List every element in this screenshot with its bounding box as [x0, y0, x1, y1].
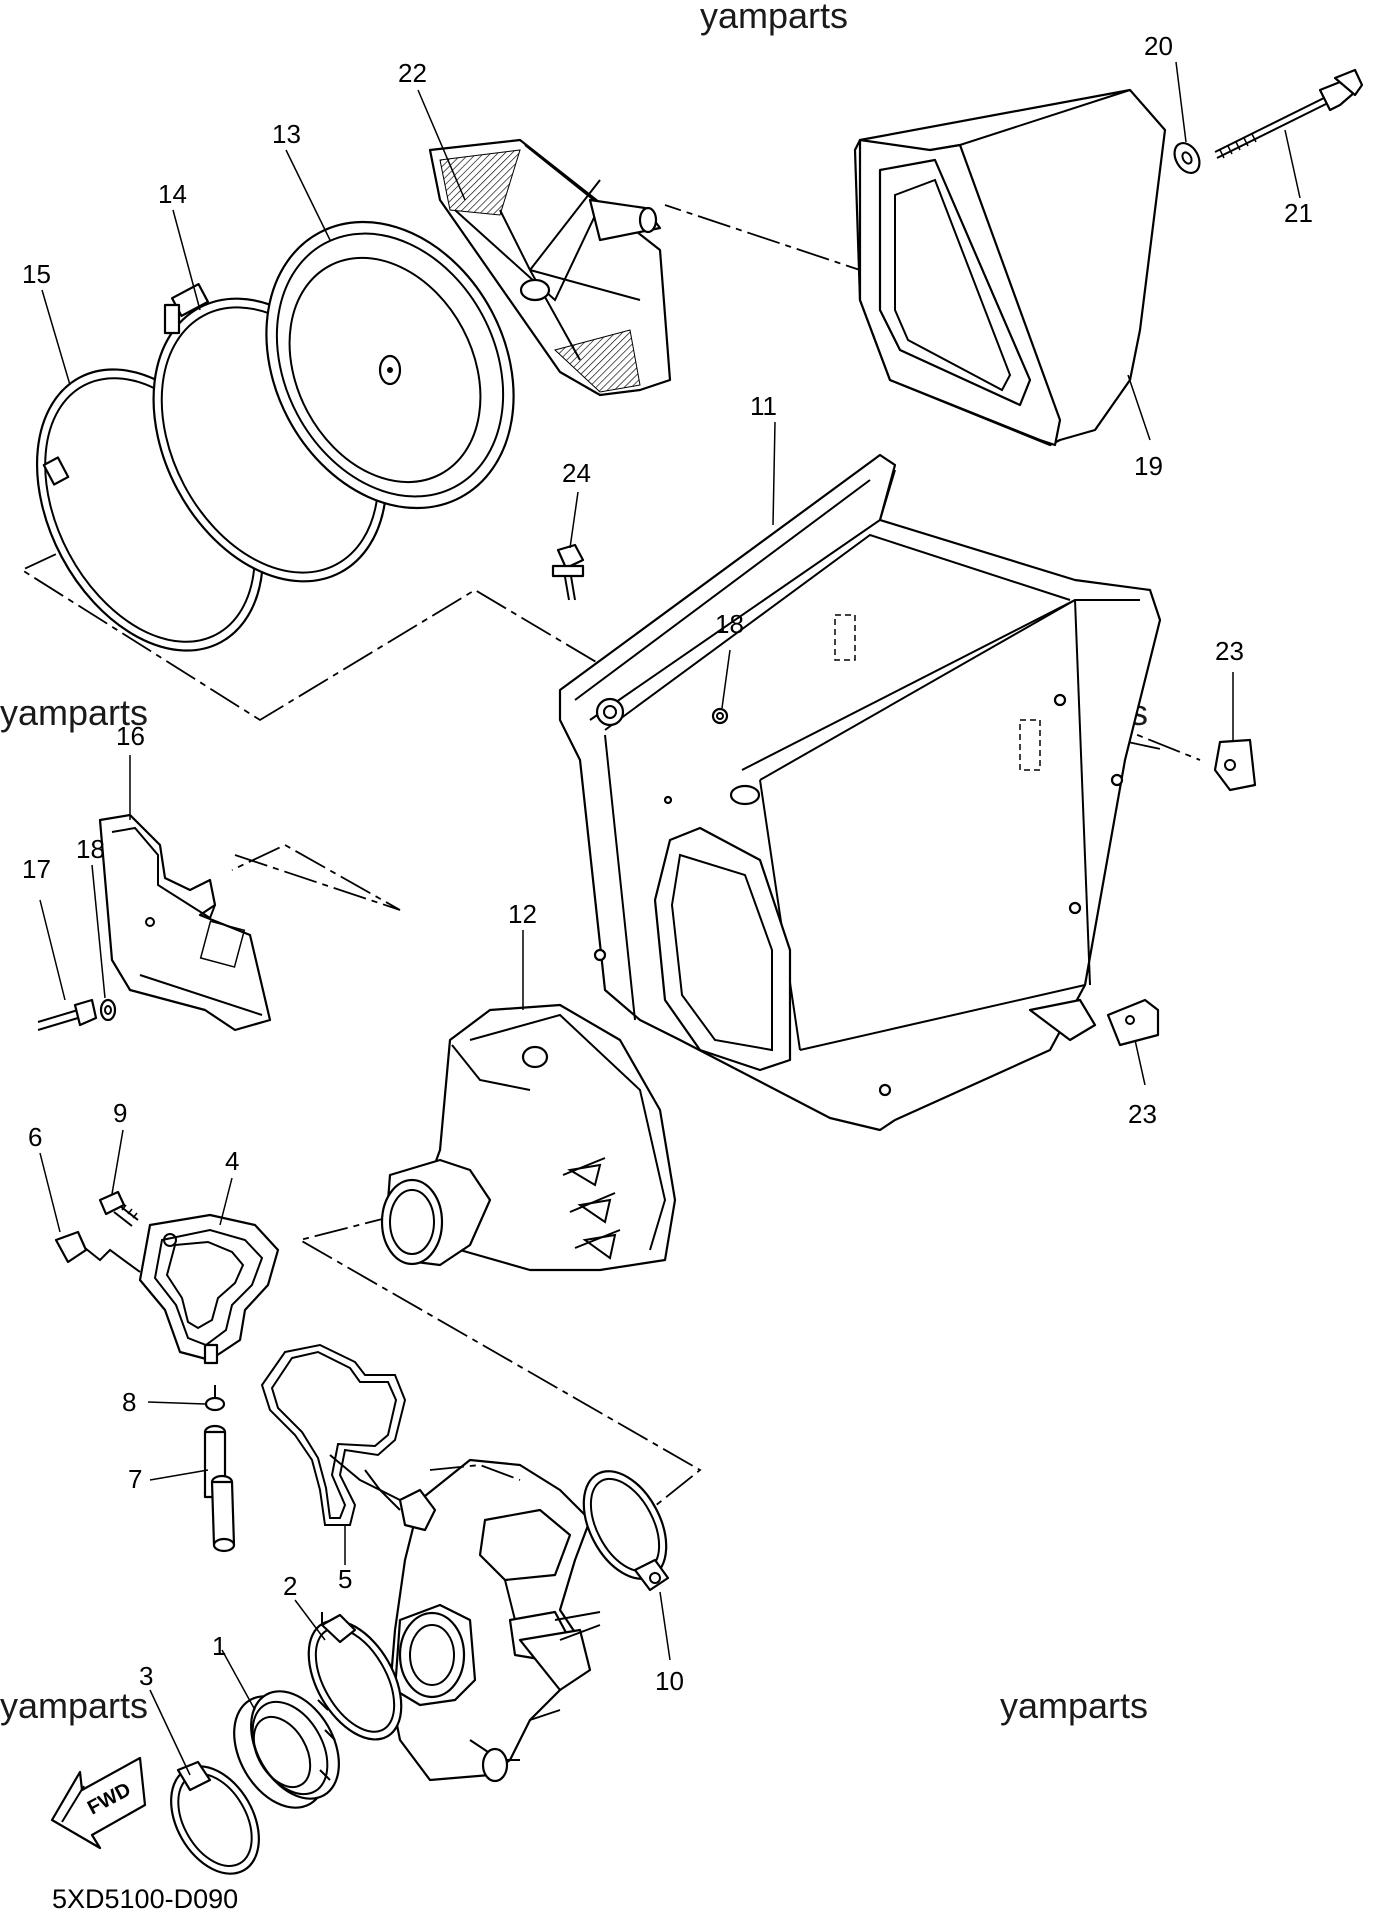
callout-18-lower: 18 — [76, 834, 105, 864]
callout-14: 14 — [158, 179, 187, 209]
callout-20: 20 — [1144, 31, 1173, 61]
part-18-grommet-upper — [711, 707, 729, 725]
callout-15: 15 — [22, 259, 51, 289]
callout-9: 9 — [113, 1098, 127, 1128]
part-17-rivet — [37, 998, 98, 1031]
callout-16: 16 — [116, 721, 145, 751]
callout-13: 13 — [272, 119, 301, 149]
callout-12: 12 — [508, 899, 537, 929]
part-8-clip — [204, 1385, 226, 1412]
callout-3: 3 — [139, 1661, 153, 1691]
part-2-hose-clamp — [307, 1612, 403, 1741]
callout-7: 7 — [128, 1464, 142, 1494]
part-6-clip — [54, 1230, 141, 1273]
callout-17: 17 — [22, 854, 51, 884]
part-20-washer — [1173, 141, 1201, 175]
part-16-plate — [98, 813, 272, 1032]
callout-19: 19 — [1134, 451, 1163, 481]
part-23-clip-nut-upper — [1213, 738, 1257, 792]
callout-8: 8 — [122, 1387, 136, 1417]
callout-10: 10 — [655, 1666, 684, 1696]
part-13-filter-screen — [265, 220, 515, 510]
fwd-arrow: FWD — [50, 1756, 147, 1850]
part-18-grommet-lower — [99, 998, 117, 1022]
part-1-carburetor-joint — [233, 1690, 340, 1809]
part-19-foam-filter — [853, 88, 1167, 447]
part-23-clip-nut-lower — [1106, 998, 1160, 1047]
part-5-gasket — [260, 1343, 407, 1526]
part-11-air-filter-case — [558, 453, 1162, 1132]
watermark-top: yamparts — [700, 0, 848, 36]
callout-23-upper: 23 — [1215, 636, 1244, 666]
part-7-hose — [203, 1424, 236, 1553]
watermark-right-lower: yamparts — [1000, 1685, 1148, 1726]
callout-2: 2 — [283, 1571, 297, 1601]
carburetor — [329, 1454, 601, 1783]
part-3-hose-clamp — [170, 1760, 260, 1875]
part-24-bolt — [551, 543, 585, 601]
callout-22: 22 — [398, 58, 427, 88]
watermark-left-lower: yamparts — [0, 1685, 148, 1726]
callout-21: 21 — [1284, 198, 1313, 228]
callout-11: 11 — [750, 391, 777, 421]
diagram-code: 5XD5100-D090 — [52, 1884, 238, 1914]
leader-lines — [39, 61, 1301, 1776]
part-10-hose-clamp — [582, 1470, 670, 1592]
watermark-left-upper: yamparts — [0, 692, 148, 733]
callout-24: 24 — [562, 458, 591, 488]
callout-4: 4 — [225, 1146, 239, 1176]
callout-23-lower: 23 — [1128, 1099, 1157, 1129]
callout-1: 1 — [212, 1631, 226, 1661]
part-21-wing-bolt — [1214, 68, 1364, 159]
part-4-breather-cover — [138, 1213, 280, 1365]
callout-6: 6 — [28, 1122, 42, 1152]
part-12-intake-joint — [380, 1003, 677, 1272]
part-9-bolt — [98, 1190, 139, 1227]
callout-18-upper: 18 — [715, 609, 744, 639]
callout-5: 5 — [338, 1564, 352, 1594]
part-22-filter-cage — [428, 138, 672, 397]
callout-labels: 1 2 3 4 5 6 7 8 9 10 11 12 13 14 15 16 1… — [22, 31, 1313, 1696]
